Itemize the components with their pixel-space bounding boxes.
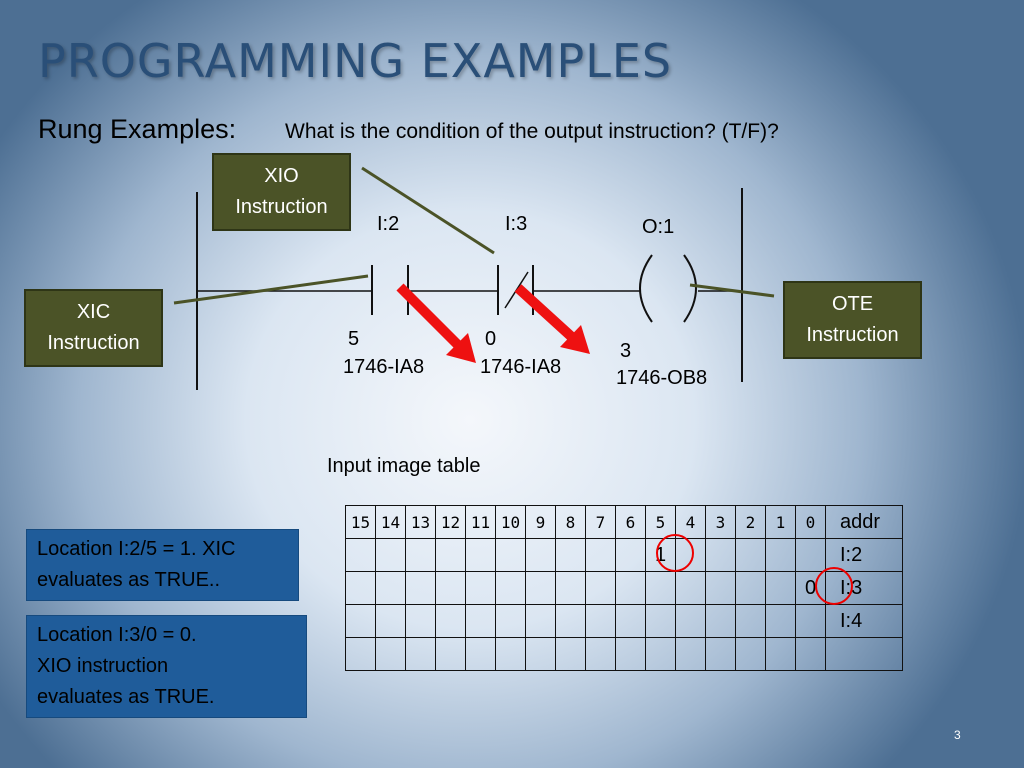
ote-coil (639, 254, 697, 323)
ote-callout-line2: Instruction (806, 324, 899, 346)
bit-header: 14 (375, 505, 406, 539)
xio-callout-box: XIO Instruction (212, 153, 351, 231)
xic-callout-line1: XIC (76, 301, 111, 323)
row-address: I:2 (825, 538, 903, 572)
output-bit: 3 (620, 340, 631, 362)
xic-callout-line2: Instruction (47, 332, 140, 354)
output-module: 1746-OB8 (616, 367, 707, 389)
ote-callout-box: OTE Instruction (783, 281, 922, 359)
bit-header: 1 (765, 505, 796, 539)
bit-header: 9 (525, 505, 556, 539)
contact2-module: 1746-IA8 (480, 356, 561, 378)
xic-callout-box: XIC Instruction (24, 289, 163, 367)
note-line: Location I:3/0 = 0. (37, 624, 197, 646)
highlight-circle-i3-0 (815, 567, 853, 605)
table-row (345, 637, 903, 671)
xio-callout-line2: Instruction (235, 196, 328, 218)
rung-examples-label: Rung Examples: (38, 114, 237, 144)
note-line: evaluates as TRUE. (37, 686, 215, 708)
bit-header: 2 (735, 505, 766, 539)
highlight-circle-i2-5 (656, 534, 694, 572)
contact2-bit: 0 (485, 328, 496, 350)
note-i2-5: Location I:2/5 = 1. XIC evaluates as TRU… (26, 529, 299, 601)
table-header-row: 15 14 13 12 11 10 9 8 7 6 5 4 3 2 1 0 ad… (345, 505, 903, 539)
ote-callout-line1: OTE (831, 293, 874, 315)
xic-leader-line (173, 274, 369, 305)
row-address: I:4 (825, 604, 903, 638)
slide-title: PROGRAMMING EXAMPLES (38, 34, 673, 88)
note-line: Location I:2/5 = 1. XIC (37, 538, 236, 560)
note-line: XIO instruction (37, 655, 169, 677)
note-line: evaluates as TRUE.. (37, 569, 221, 591)
bit-header: 11 (465, 505, 496, 539)
contact2-address: I:3 (505, 213, 527, 235)
question-text: What is the condition of the output inst… (285, 120, 779, 143)
bit-header: 12 (435, 505, 466, 539)
arrow-xio-to-table (514, 284, 590, 354)
bit-header: 4 (675, 505, 706, 539)
bit-header: 7 (585, 505, 616, 539)
output-address: O:1 (642, 216, 674, 238)
xio-leader-line (361, 166, 495, 255)
contact1-address: I:2 (377, 213, 399, 235)
bit-header: 8 (555, 505, 586, 539)
xio-callout-line1: XIO (264, 165, 299, 187)
bit-header: 3 (705, 505, 736, 539)
bit-header: 6 (615, 505, 646, 539)
note-i3-0: Location I:3/0 = 0. XIO instruction eval… (26, 615, 307, 718)
input-table-caption: Input image table (327, 455, 481, 477)
contact1-bit: 5 (348, 328, 359, 350)
bit-header: 10 (495, 505, 526, 539)
ote-leader-line (689, 283, 775, 298)
bit-header: 0 (795, 505, 826, 539)
arrow-xic-to-table (396, 283, 476, 363)
xio-contact (497, 265, 534, 315)
slide-number: 3 (954, 728, 961, 742)
table-row: I:4 (345, 604, 903, 638)
addr-header: addr (825, 505, 903, 539)
bit-header: 15 (345, 505, 376, 539)
contact1-module: 1746-IA8 (343, 356, 424, 378)
table-row: 1 I:2 (345, 538, 903, 572)
bit-header: 13 (405, 505, 436, 539)
row-address (825, 637, 903, 671)
